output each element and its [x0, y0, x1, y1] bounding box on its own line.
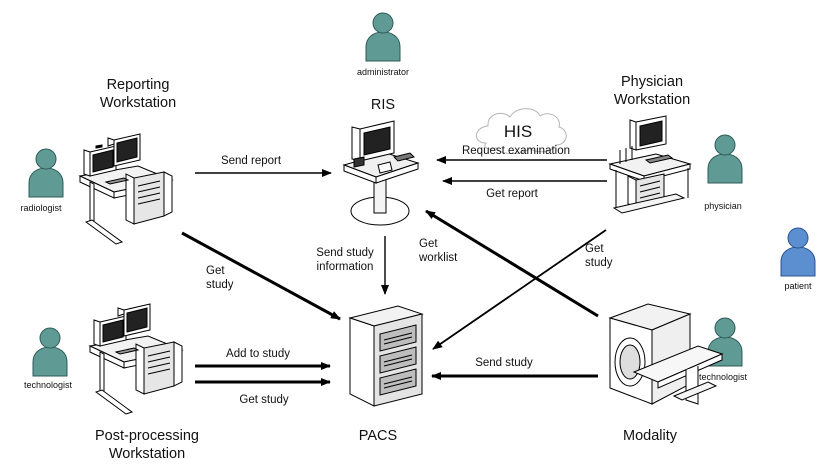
ris-title: RIS [370, 97, 396, 113]
modality-title: Modality [623, 428, 677, 444]
arrow-get-study-reporting [181, 231, 341, 321]
radiologist-person-icon [28, 148, 64, 198]
physician-workstation-title: Physician Workstation [613, 74, 691, 109]
radiologist-label: radiologist [20, 203, 62, 213]
arrow-get-worklist [425, 209, 599, 318]
patient-label: patient [784, 281, 812, 291]
postprocessing-workstation-icon [88, 303, 184, 415]
administrator-label: administrator [356, 67, 410, 77]
pacs-title: PACS [358, 428, 398, 444]
administrator-person-icon [365, 12, 401, 62]
pacs-server-rack-icon [348, 305, 424, 407]
physician-person-icon [707, 134, 743, 184]
arrow-get-study-physician [432, 229, 607, 350]
postprocessing-workstation-title: Post-processing Workstation [95, 428, 199, 463]
get-study-postproc-label: Get study [239, 394, 289, 406]
get-worklist-label: Get worklist [419, 238, 458, 265]
patient-person-icon [780, 227, 816, 277]
request-examination-label: Request examination [461, 145, 571, 157]
his-cloud-icon [476, 108, 567, 155]
add-to-study-label: Add to study [226, 348, 290, 360]
reporting-workstation-icon [78, 133, 174, 245]
modality-scanner-icon [608, 303, 724, 405]
physician-label: physician [704, 201, 742, 211]
get-study-physician-label: Get study [585, 243, 613, 270]
send-report-label: Send report [220, 155, 282, 167]
reporting-workstation-title: Reporting Workstation [99, 77, 177, 112]
his-label: HIS [503, 122, 533, 141]
send-study-information-label: Send study information [316, 247, 374, 274]
get-report-label: Get report [486, 188, 538, 200]
send-study-label: Send study [475, 357, 533, 369]
ris-kiosk-icon [342, 120, 420, 226]
technologist-left-person-icon [32, 327, 68, 377]
technologist-left-label: technologist [23, 380, 73, 390]
physician-workstation-icon [608, 115, 692, 214]
get-study-reporting-label: Get study [206, 265, 234, 292]
technologist-right-label: technologist [698, 372, 748, 382]
